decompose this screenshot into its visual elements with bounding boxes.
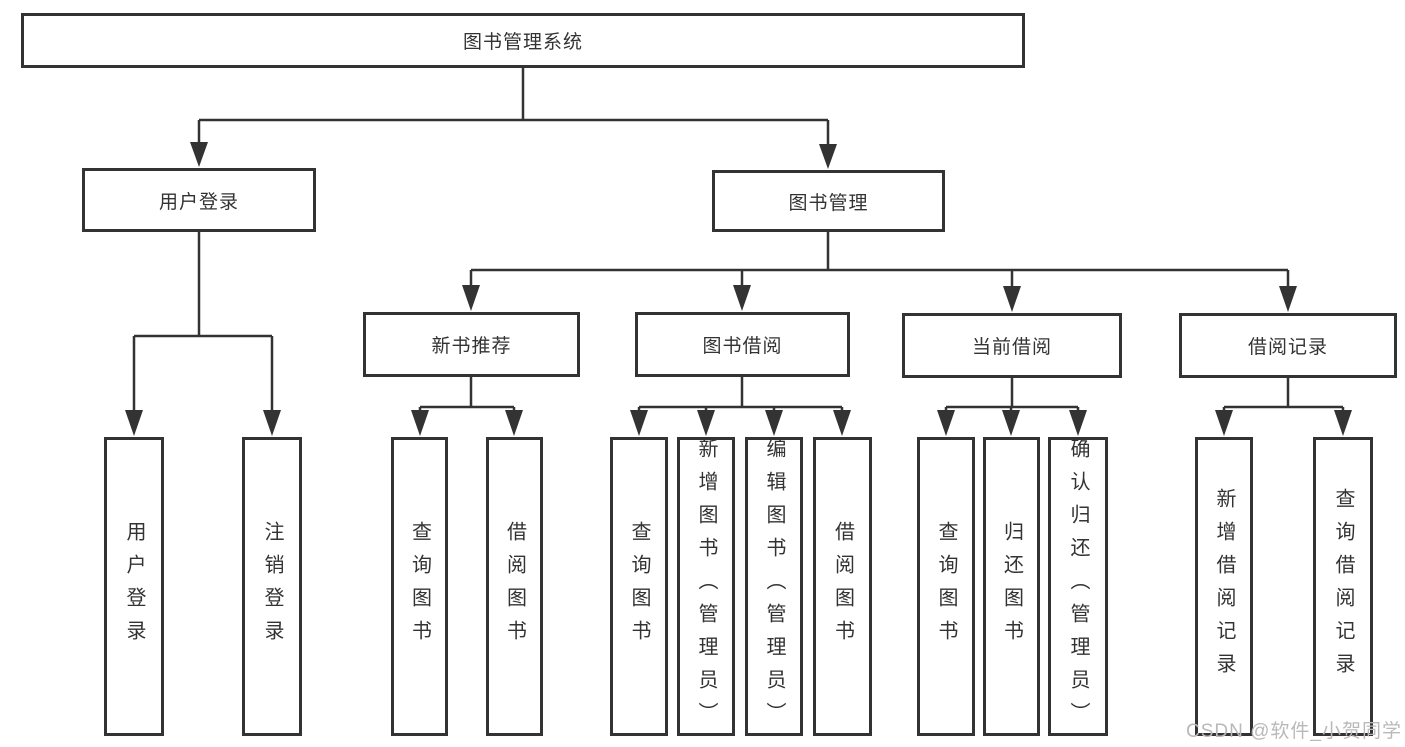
leaf-logout: 注销登录: [242, 437, 302, 736]
leaf-logout-label: 注销登录: [261, 520, 283, 653]
leaf-add-books-admin: 新增图书（管理员）: [677, 437, 735, 736]
leaf-query-borrow-record-label: 查询借阅记录: [1332, 487, 1354, 686]
node-library-system: 图书管理系统: [21, 13, 1025, 68]
leaf-query-books-current: 查询图书: [917, 437, 975, 736]
leaf-return-books-label: 归还图书: [1000, 520, 1023, 653]
node-book-borrowing-label: 图书借阅: [702, 336, 783, 357]
node-user-login: 用户登录: [82, 168, 316, 232]
leaf-add-borrow-record-label: 新增借阅记录: [1213, 487, 1235, 686]
node-current-borrowing: 当前借阅: [902, 313, 1122, 378]
node-book-management-label: 图书管理: [788, 192, 869, 214]
leaf-return-books: 归还图书: [983, 437, 1040, 736]
leaf-query-borrow-record: 查询借阅记录: [1313, 437, 1373, 736]
leaf-query-books-borrowing-label: 查询图书: [628, 520, 650, 653]
leaf-query-books-borrowing: 查询图书: [610, 437, 668, 736]
node-new-book-recommend: 新书推荐: [363, 312, 580, 377]
node-user-login-label: 用户登录: [158, 191, 239, 213]
leaf-user-login-label: 用户登录: [123, 520, 145, 653]
connector-stems: [132, 68, 1345, 418]
node-book-borrowing: 图书借阅: [635, 312, 850, 377]
leaf-user-login: 用户登录: [104, 437, 164, 736]
leaf-query-books-recommend-label: 查询图书: [408, 520, 431, 653]
leaf-confirm-return-admin-label: 确认归还（管理员）: [1067, 438, 1089, 735]
leaf-add-borrow-record: 新增借阅记录: [1195, 437, 1253, 736]
leaf-borrow-books-borrowing: 借阅图书: [813, 437, 872, 736]
leaf-borrow-books-borrowing-label: 借阅图书: [831, 520, 854, 653]
leaf-edit-books-admin-label: 编辑图书（管理员）: [763, 438, 785, 735]
node-borrowing-records-label: 借阅记录: [1247, 337, 1328, 358]
node-borrowing-records: 借阅记录: [1179, 313, 1397, 378]
node-book-management: 图书管理: [712, 170, 945, 232]
arrowheads: [125, 142, 1352, 436]
leaf-edit-books-admin: 编辑图书（管理员）: [745, 437, 803, 736]
node-library-system-label: 图书管理系统: [462, 32, 583, 53]
leaf-borrow-books-recommend: 借阅图书: [486, 437, 543, 736]
leaf-confirm-return-admin: 确认归还（管理员）: [1048, 437, 1108, 736]
leaf-query-books-recommend: 查询图书: [391, 437, 448, 736]
leaf-add-books-admin-label: 新增图书（管理员）: [695, 438, 717, 735]
leaf-query-books-current-label: 查询图书: [935, 520, 957, 653]
leaf-borrow-books-recommend-label: 借阅图书: [503, 520, 526, 653]
node-new-book-recommend-label: 新书推荐: [431, 336, 512, 357]
node-current-borrowing-label: 当前借阅: [971, 337, 1052, 358]
